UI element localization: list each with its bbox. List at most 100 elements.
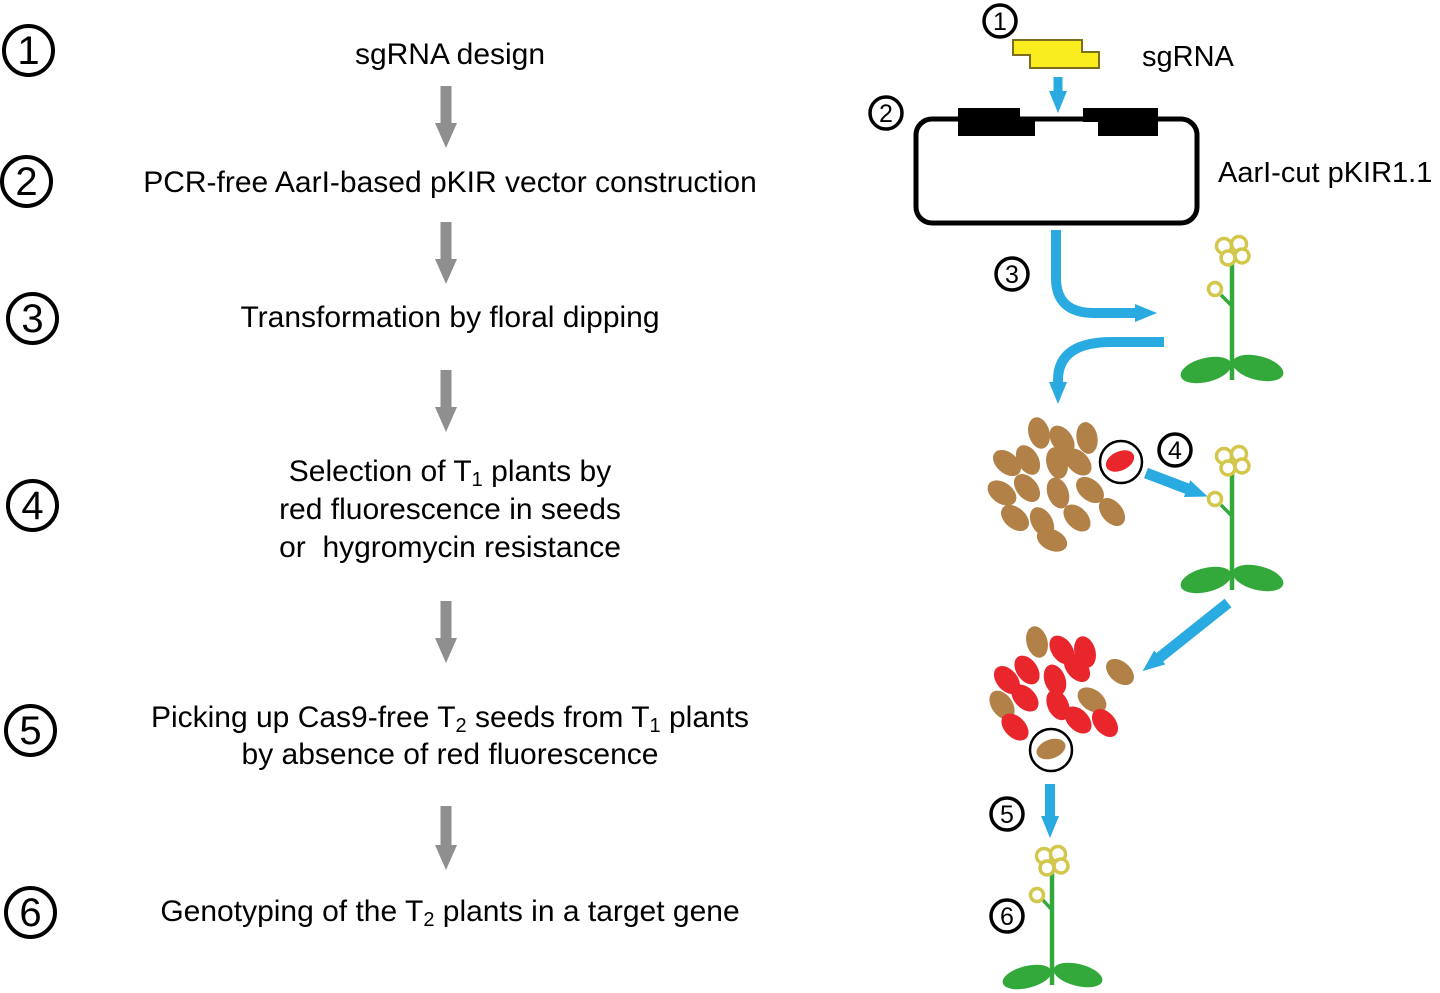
diagram-step-marker-4: 4 [1157, 432, 1193, 468]
step-label-line: PCR-free AarI-based pKIR vector construc… [143, 166, 757, 199]
red-seed [1001, 713, 1029, 741]
step-number-1: 1 [2, 24, 55, 77]
marker-number: 6 [1000, 903, 1014, 931]
vector-left-arm-icon [958, 108, 1035, 136]
brown-seed [993, 449, 1021, 477]
arrow-vector-to-plant-icon [1051, 230, 1157, 322]
flower-bud-icon [1028, 886, 1046, 904]
diagram-step-marker-5: 5 [989, 796, 1025, 832]
leaf-icon [1232, 354, 1284, 382]
vector-label: AarI-cut pKIR1.1 [1218, 157, 1432, 189]
selected-red-seed [1098, 439, 1144, 485]
marker-number: 2 [879, 100, 893, 128]
marker-number: 4 [1168, 437, 1182, 465]
red-seed [1043, 664, 1067, 696]
sgrna-insert-icon [1012, 39, 1100, 69]
leaf-icon [1232, 564, 1284, 592]
brown-seed [1013, 474, 1041, 502]
flower-bud-icon [1206, 280, 1224, 298]
step-label-line: Picking up Cas9-free T2 seeds from T1 pl… [150, 701, 750, 737]
marker-circle [982, 3, 1018, 39]
flower-icon [1052, 857, 1070, 875]
step-number-3: 3 [6, 292, 59, 345]
brown-seed [1077, 687, 1107, 713]
step-label-line: red fluorescence in seeds [279, 493, 621, 526]
brown-seed [1036, 528, 1068, 552]
marker-number: 1 [993, 8, 1007, 36]
selected-cas9-free-seed [1028, 727, 1074, 773]
red-seed [1063, 654, 1091, 682]
step-label-floral-dipping: Transformation by floral dipping [50, 299, 850, 337]
step-label-line: Selection of T1 plants by [288, 455, 612, 491]
marker-number: 3 [1005, 261, 1019, 289]
arabidopsis-plant-2 [1180, 444, 1284, 594]
brown-seed [1106, 658, 1134, 686]
red-seed [1011, 684, 1039, 712]
flower-icon [1038, 859, 1056, 877]
marker-circle [1157, 432, 1193, 468]
step-number-4: 4 [6, 479, 59, 532]
leaf-icon [1053, 962, 1103, 988]
arrow-plant-to-seeds-icon [1142, 598, 1232, 672]
brown-seed [1049, 425, 1075, 455]
marker-circle [994, 256, 1030, 292]
red-seed [1014, 655, 1040, 685]
arrow-collect-seeds-icon [1049, 337, 1164, 404]
plasmid-vector [913, 108, 1200, 226]
arabidopsis-plant-1 [1180, 234, 1284, 384]
brown-seed [1001, 504, 1029, 532]
sgrna-label: sgRNA [1142, 41, 1235, 73]
step-label-sgrna-design: sgRNA design [50, 36, 850, 74]
brown-seed [1046, 447, 1068, 479]
brown-seed [1064, 448, 1092, 476]
step-label-line: by absence of red fluorescence [241, 738, 659, 771]
step-number-2: 2 [0, 155, 53, 208]
leaf-icon [1180, 566, 1232, 594]
step-number-5: 5 [4, 704, 57, 757]
brown-seed [1046, 477, 1070, 509]
plasmid-backbone-icon [913, 116, 1200, 226]
brown-seed [1076, 422, 1098, 454]
brown-seed [987, 480, 1017, 506]
red-seed [1091, 709, 1119, 737]
step-label-t2-picking: Picking up Cas9-free T2 seeds from T1 pl… [50, 699, 850, 773]
leaf-icon [1002, 964, 1052, 990]
red-seed [1105, 450, 1135, 472]
t2-seed-cluster [989, 626, 1134, 773]
flower-icon [1233, 457, 1251, 475]
step-label-genotyping: Genotyping of the T2 plants in a target … [50, 893, 850, 931]
brown-seed [1026, 626, 1048, 658]
red-seed [1046, 689, 1070, 721]
flower-icon [1219, 459, 1237, 477]
brown-seed [989, 690, 1015, 720]
brown-seed [1036, 738, 1066, 760]
step-label-line: sgRNA design [354, 38, 546, 71]
brown-seed [1063, 504, 1091, 532]
step-label-line: or hygromycin resistance [279, 531, 621, 564]
diagram-step-marker-6: 6 [989, 898, 1025, 934]
marker-number: 5 [1000, 801, 1014, 829]
plant-branch [1219, 503, 1234, 518]
flower-icon [1233, 247, 1251, 265]
step-label-vector-construction: PCR-free AarI-based pKIR vector construc… [50, 164, 850, 202]
step-label-line: Transformation by floral dipping [240, 301, 660, 334]
diagram-step-marker-1: 1 [982, 3, 1018, 39]
marker-circle [989, 898, 1025, 934]
arrow-seed-to-plant-icon [1144, 467, 1208, 498]
brown-seed [1015, 445, 1041, 475]
diagram-step-marker-2: 2 [868, 95, 904, 131]
leaf-icon [1180, 356, 1232, 384]
brown-seed [1076, 476, 1104, 504]
step-label-line: Genotyping of the T2 plants in a target … [160, 895, 740, 931]
marker-circle [868, 95, 904, 131]
marker-circle [989, 796, 1025, 832]
red-seed [1064, 706, 1092, 734]
flower-icon [1219, 249, 1237, 267]
t1-seed-cluster [987, 417, 1144, 552]
diagram-step-marker-3: 3 [994, 256, 1030, 292]
flower-bud-icon [1206, 490, 1224, 508]
plant-branch [1040, 897, 1054, 912]
